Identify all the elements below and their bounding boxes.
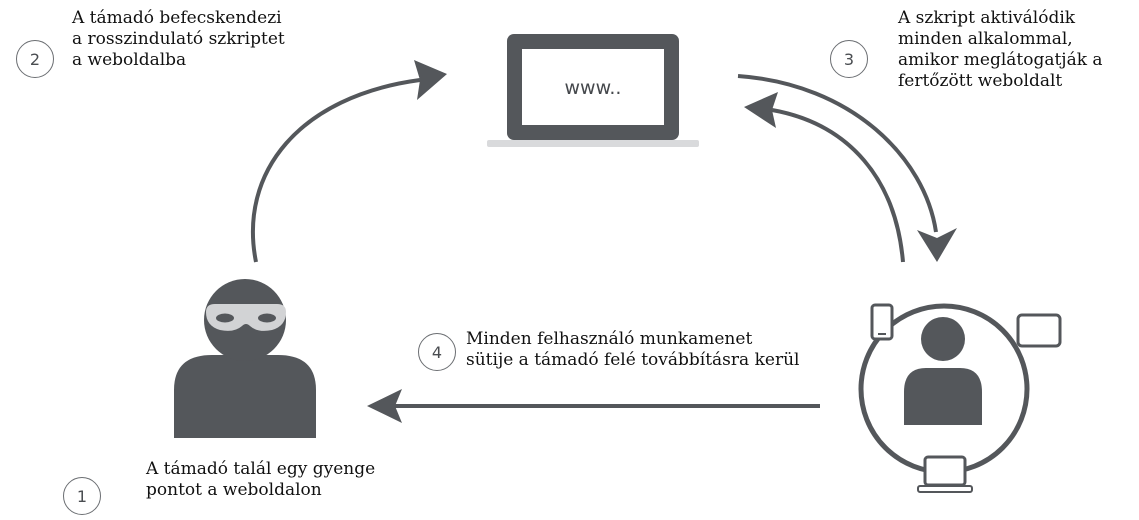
caption-line: minden alkalommal, <box>898 29 1073 49</box>
caption-line: a weboldalba <box>72 50 187 70</box>
caption-line: a rosszindulató szkriptet <box>72 29 285 49</box>
step-2-caption: A támadó befecskendezi a rosszindulató s… <box>72 8 285 71</box>
tablet-icon <box>1016 313 1062 348</box>
step-number-1: 1 <box>63 477 101 515</box>
arrow-attacker-to-website <box>250 78 421 263</box>
laptop-icon: www.. <box>487 34 699 147</box>
caption-line: A szkript aktiválódik <box>898 8 1076 28</box>
arrowhead-website-to-users <box>917 228 957 262</box>
arrowhead-attacker-to-website <box>414 60 447 100</box>
caption-line: fertőzött weboldalt <box>898 71 1063 91</box>
caption-line: pontot a weboldalon <box>146 480 322 500</box>
step-number-2: 2 <box>16 40 54 78</box>
arrowhead-users-to-attacker <box>367 389 402 423</box>
phone-icon <box>870 303 894 341</box>
arrow-users-to-website <box>771 108 905 263</box>
caption-line: amikor meglátogatják a <box>898 50 1103 70</box>
caption-line: sütije a támadó felé továbbításra kerül <box>466 350 800 370</box>
step-number-3: 3 <box>830 40 868 78</box>
caption-line: A támadó befecskendezi <box>72 8 282 28</box>
browser-url-text: www.. <box>565 77 622 99</box>
step-3-caption: A szkript aktiválódik minden alkalommal,… <box>898 8 1103 92</box>
caption-line: Minden felhasználó munkamenet <box>466 329 753 349</box>
user-icon <box>904 317 982 425</box>
step-4-caption: Minden felhasználó munkamenet sütije a t… <box>466 329 799 371</box>
arrow-website-to-users <box>737 74 938 233</box>
laptop-small-icon <box>917 455 973 493</box>
step-1-caption: A támadó talál egy gyenge pontot a webol… <box>146 459 375 501</box>
caption-line: A támadó talál egy gyenge <box>146 459 376 479</box>
arrowhead-users-to-website <box>744 92 778 128</box>
hacker-icon <box>174 279 316 438</box>
mask-icon <box>206 304 286 331</box>
arrows <box>250 60 957 423</box>
step-number-4: 4 <box>418 333 456 371</box>
victim-user-group <box>858 303 1062 493</box>
